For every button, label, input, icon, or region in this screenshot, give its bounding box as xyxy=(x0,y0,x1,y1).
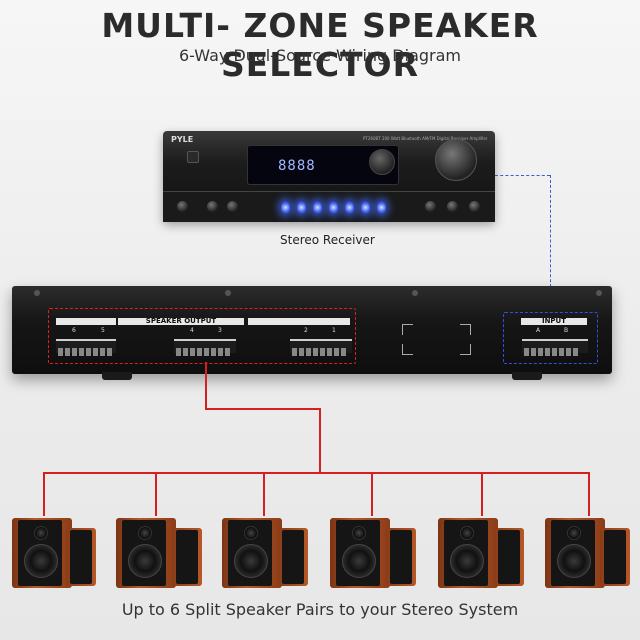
receiver-caption: Stereo Receiver xyxy=(280,233,375,247)
display-window-corner xyxy=(402,324,413,335)
screw xyxy=(412,290,418,296)
receiver-model-text: PT260BT 200 Watt Bluetooth AM/FM Digital… xyxy=(363,136,488,141)
display-window-corner xyxy=(402,344,413,355)
speaker-right xyxy=(600,528,630,586)
tweeter xyxy=(34,526,48,540)
page-title: MULTI- ZONE SPEAKER SELECTOR xyxy=(101,6,539,84)
zone-number: 6 xyxy=(72,327,76,334)
zone-number: 4 xyxy=(190,327,194,334)
speaker-right xyxy=(278,528,308,586)
unit-foot xyxy=(512,372,542,380)
zone-number: 1 xyxy=(332,327,336,334)
input-label: INPUT xyxy=(521,318,587,325)
output-wire-down xyxy=(319,408,321,473)
tweeter xyxy=(460,526,474,540)
footer-caption: Up to 6 Split Speaker Pairs to your Ster… xyxy=(121,600,519,619)
screw xyxy=(225,290,231,296)
tweeter xyxy=(352,526,366,540)
input-channel: B xyxy=(564,327,569,334)
input-knob xyxy=(369,149,395,175)
display-digits: 8888 xyxy=(278,158,316,174)
woofer xyxy=(342,544,376,578)
speaker-output-highlight xyxy=(48,308,356,364)
speaker-left xyxy=(545,518,605,588)
mic-knob xyxy=(425,201,436,212)
zone-number: 5 xyxy=(101,327,105,334)
input-wire-horizontal xyxy=(495,175,550,176)
page-subtitle: 6-Way Dual-Source Wiring Diagram xyxy=(179,46,461,65)
vu-led xyxy=(377,201,386,214)
output-wire-horizontal xyxy=(205,408,320,410)
vu-led xyxy=(345,201,354,214)
input-channel: A xyxy=(536,327,541,334)
mic-volume-knob xyxy=(469,201,480,212)
speaker-left xyxy=(116,518,176,588)
speaker-right xyxy=(172,528,202,586)
speaker-drop-4 xyxy=(371,472,373,516)
woofer xyxy=(234,544,268,578)
output-bar-right xyxy=(248,318,350,325)
woofer xyxy=(24,544,58,578)
output-bar-left xyxy=(56,318,116,325)
vu-led xyxy=(313,201,322,214)
speaker-drop-3 xyxy=(263,472,265,516)
speaker-right xyxy=(66,528,96,586)
screw xyxy=(596,290,602,296)
terminal-block-input xyxy=(522,339,588,356)
speaker-drop-2 xyxy=(155,472,157,516)
stereo-receiver-image: PYLE PT260BT 200 Watt Bluetooth AM/FM Di… xyxy=(163,131,495,222)
tweeter xyxy=(567,526,581,540)
speaker-left xyxy=(438,518,498,588)
balance-knob xyxy=(227,201,238,212)
speaker-selector-unit: SPEAKER OUTPUT INPUT 6 5 4 3 2 1 A B xyxy=(12,286,612,380)
speaker-drop-1 xyxy=(43,472,45,516)
bass-knob xyxy=(177,201,188,212)
input-highlight xyxy=(503,312,598,364)
speaker-left xyxy=(12,518,72,588)
output-wire-trunk xyxy=(205,362,207,409)
echo-knob xyxy=(447,201,458,212)
speaker-drop-6 xyxy=(588,472,590,516)
output-wire-bus xyxy=(43,472,590,474)
speaker-right xyxy=(386,528,416,586)
woofer xyxy=(128,544,162,578)
speaker-left xyxy=(330,518,390,588)
zone-number: 2 xyxy=(304,327,308,334)
vu-led xyxy=(297,201,306,214)
tweeter xyxy=(244,526,258,540)
woofer xyxy=(557,544,591,578)
woofer xyxy=(450,544,484,578)
vu-led xyxy=(361,201,370,214)
receiver-brand-logo: PYLE xyxy=(171,135,194,144)
power-button xyxy=(187,151,199,163)
volume-knob xyxy=(435,139,477,181)
vu-led xyxy=(329,201,338,214)
display-window-corner xyxy=(460,324,471,335)
zone-number: 3 xyxy=(218,327,222,334)
speaker-right xyxy=(494,528,524,586)
screw xyxy=(34,290,40,296)
speaker-drop-5 xyxy=(481,472,483,516)
input-wire-vertical xyxy=(550,175,551,312)
tweeter xyxy=(138,526,152,540)
unit-foot xyxy=(102,372,132,380)
terminal-block-zones-6-5 xyxy=(56,339,116,356)
speaker-output-label: SPEAKER OUTPUT xyxy=(118,318,244,325)
terminal-block-zones-2-1 xyxy=(290,339,352,356)
terminal-block-zones-4-3 xyxy=(174,339,236,356)
speaker-left xyxy=(222,518,282,588)
display-window-corner xyxy=(460,344,471,355)
vu-led xyxy=(281,201,290,214)
treble-knob xyxy=(207,201,218,212)
